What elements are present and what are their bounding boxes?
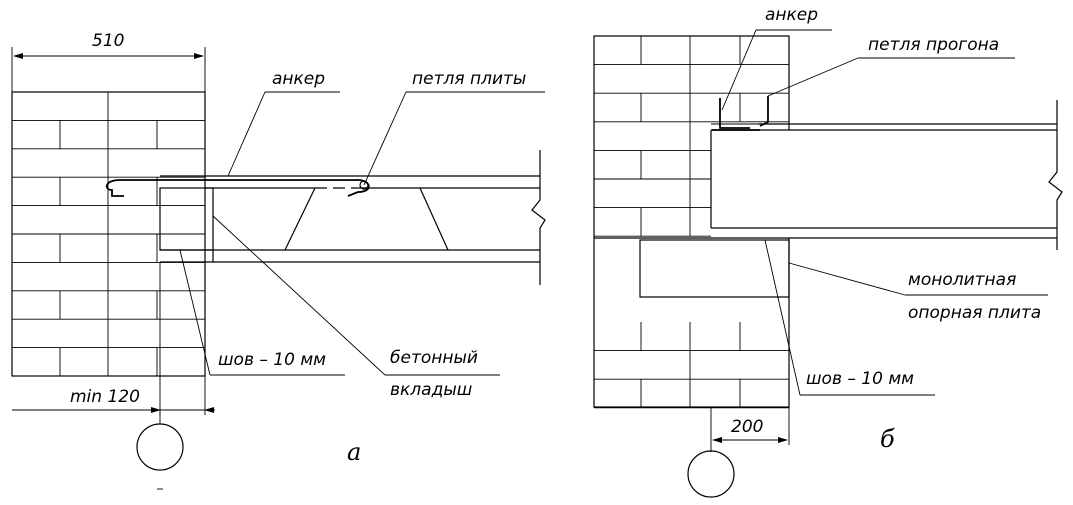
anchor-b [712, 96, 769, 131]
figure-a: 510 [11, 31, 546, 490]
brick-wall-a [11, 91, 206, 377]
hollow-slab-a [160, 150, 546, 285]
label-plate-line2: опорная плита [908, 303, 1041, 323]
figure-a-label: а [347, 438, 361, 466]
leader-plate: монолитная опорная плита [788, 262, 1048, 323]
leader-slab-loop: петля плиты [363, 69, 545, 186]
label-slab-loop: петля плиты [412, 69, 526, 89]
anchor-rod-a [105, 179, 370, 197]
dimension-510-label: 510 [92, 31, 124, 51]
leader-insert: бетонный вкладыш [212, 215, 500, 400]
axis-bubble-b [687, 450, 735, 498]
dimension-min-120-label: min 120 [70, 387, 140, 407]
label-insert-line2: вкладыш [390, 380, 472, 400]
leader-anchor-b: анкер [721, 5, 832, 111]
dimension-510: 510 [11, 31, 206, 92]
label-girder-loop: петля прогона [868, 35, 999, 55]
label-insert-line1: бетонный [390, 348, 478, 368]
leader-girder-loop: петля прогона [767, 35, 1015, 97]
monolithic-plate [639, 239, 790, 298]
label-anchor-b: анкер [765, 5, 818, 25]
leader-anchor-a: анкер [227, 69, 340, 177]
dimension-200-label: 200 [731, 417, 763, 437]
label-plate-line1: монолитная [908, 270, 1016, 290]
dimension-min-120: min 120 [12, 262, 215, 415]
dimension-200: 200 [710, 407, 790, 452]
girder-b [594, 100, 1063, 250]
axis-bubble-a [136, 410, 184, 490]
label-seam-b: шов – 10 мм [806, 369, 914, 389]
label-anchor-a: анкер [272, 69, 325, 89]
leader-seam-b: шов – 10 мм [764, 239, 935, 396]
figure-b-label: б [880, 425, 895, 453]
figure-b: анкер петля прогона монолитная опорная п… [593, 5, 1063, 498]
leader-seam-a: шов – 10 мм [179, 249, 345, 376]
label-seam-a: шов – 10 мм [218, 350, 326, 370]
